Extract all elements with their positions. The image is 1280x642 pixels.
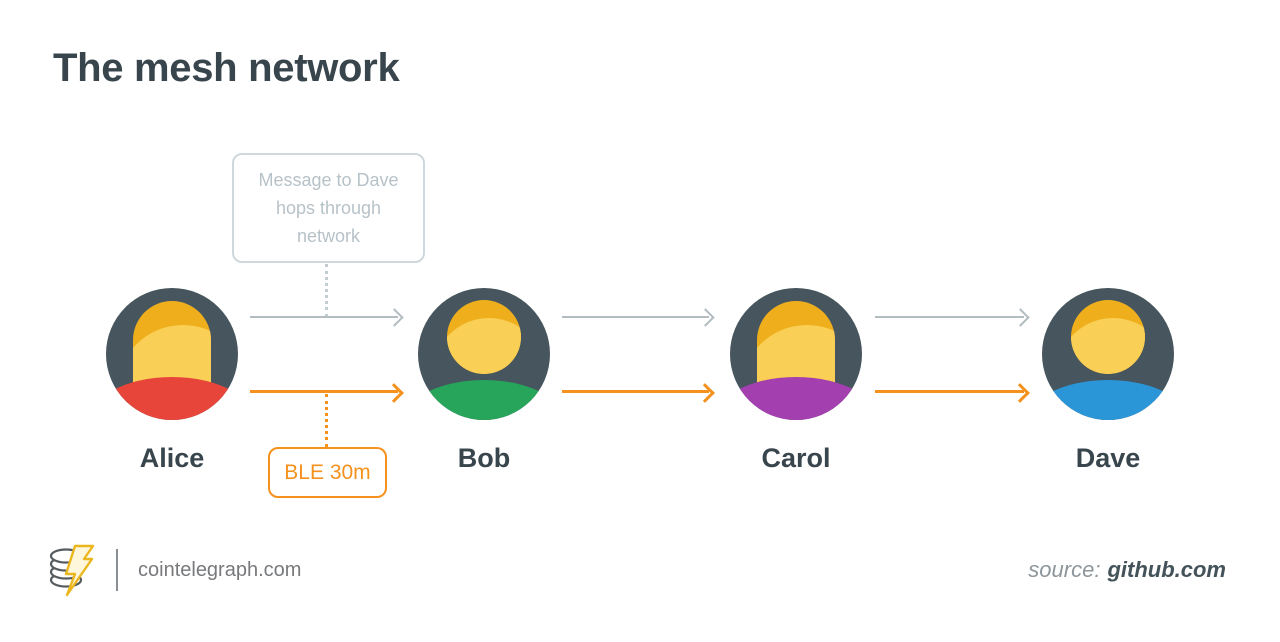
ble-connector-line xyxy=(325,394,328,447)
node-dave: Dave xyxy=(1042,288,1174,474)
node-label: Alice xyxy=(139,443,205,473)
avatar-head xyxy=(1071,300,1145,374)
ble-arrow-carol-dave xyxy=(875,390,1024,393)
ble-range-badge: BLE 30m xyxy=(268,447,387,498)
node-label: Dave xyxy=(1075,443,1141,473)
source-value: github.com xyxy=(1107,557,1226,582)
message-arrow-carol-dave xyxy=(875,316,1024,318)
message-arrow-bob-carol xyxy=(562,316,709,318)
avatar-icon xyxy=(418,288,550,420)
avatar-shoulders xyxy=(1042,380,1174,420)
node-label: Carol xyxy=(761,443,831,473)
callout-connector-line xyxy=(325,264,328,317)
lightning-bolt-icon xyxy=(64,544,95,597)
footer-brand: cointelegraph.com xyxy=(46,542,301,598)
avatar-icon xyxy=(730,288,862,420)
source-attribution: source:github.com xyxy=(1028,557,1226,583)
ble-arrow-alice-bob xyxy=(250,390,398,393)
callout-box: Message to Dave hops through network xyxy=(232,153,425,263)
avatar-shoulders xyxy=(730,377,862,420)
page-title: The mesh network xyxy=(53,46,400,90)
avatar-shoulders xyxy=(418,380,550,420)
node-label: Bob xyxy=(457,443,511,473)
node-bob: Bob xyxy=(418,288,550,474)
avatar-icon xyxy=(1042,288,1174,420)
avatar-head xyxy=(447,300,521,374)
avatar-shoulders xyxy=(106,377,238,420)
brand-text: cointelegraph.com xyxy=(138,558,302,581)
cointelegraph-logo xyxy=(49,544,95,597)
avatar-head xyxy=(133,301,211,389)
avatar-icon xyxy=(106,288,238,420)
brand-divider xyxy=(116,549,118,591)
node-alice: Alice xyxy=(106,288,238,474)
source-label: source: xyxy=(1028,557,1101,582)
ble-arrow-bob-carol xyxy=(562,390,709,393)
callout-text: Message to Dave hops through network xyxy=(258,170,399,246)
ble-range-label: BLE 30m xyxy=(284,460,371,484)
avatar-head xyxy=(757,301,835,389)
message-arrow-alice-bob xyxy=(250,316,398,318)
node-carol: Carol xyxy=(730,288,862,474)
